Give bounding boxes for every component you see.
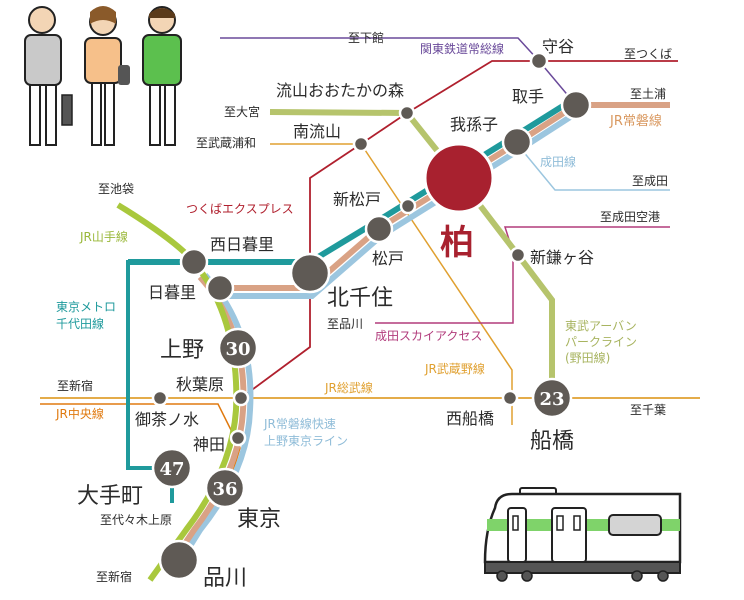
dest-yoyogi-uehara: 至代々木上原 <box>100 513 172 527</box>
label-akihabara: 秋葉原 <box>176 375 224 394</box>
dest-chiba: 至千葉 <box>630 403 666 417</box>
dest-shinjuku-yamanote: 至新宿 <box>96 569 132 584</box>
line-name-chiyoda-1: 東京メトロ <box>56 300 116 314</box>
line-kanto <box>220 37 577 106</box>
label-shin-kamagaya: 新鎌ヶ谷 <box>530 248 594 267</box>
line-chiyoda-south <box>126 260 194 470</box>
label-moriya: 守谷 <box>542 37 574 56</box>
line-name-ueno-tokyo-2: 上野東京ライン <box>264 434 348 448</box>
station-toride <box>560 89 592 121</box>
dest-tsukuba: 至つくば <box>624 47 672 61</box>
line-name-kanto: 関東鉄道常総線 <box>420 41 504 56</box>
line-tobu <box>269 109 555 398</box>
line-chuo <box>40 403 241 489</box>
station-moriya <box>529 51 549 71</box>
dest-shinagawa: 至品川 <box>327 317 363 331</box>
station-nippori <box>205 273 235 303</box>
dest-narita-airport: 至成田空港 <box>600 210 660 224</box>
line-name-skyaccess: 成田スカイアクセス <box>375 329 482 343</box>
line-name-chuo: JR中央線 <box>55 406 104 421</box>
dest-musashi-urawa: 至武蔵浦和 <box>196 136 256 150</box>
dest-narita: 至成田 <box>632 174 668 188</box>
station-nodes[interactable] <box>151 51 592 581</box>
minutes-otemachi: 47 <box>159 459 184 480</box>
line-name-joban: JR常磐線 <box>609 113 662 129</box>
station-minami-nagareyama <box>352 135 370 153</box>
station-nishi-funabashi <box>501 389 519 407</box>
station-kanda <box>229 429 247 447</box>
line-name-tobu-3: (野田線) <box>565 350 610 365</box>
station-ochanomizu <box>151 389 169 407</box>
line-name-chiyoda-2: 千代田線 <box>56 316 104 331</box>
label-ueno: 上野 <box>160 338 204 363</box>
label-kanda: 神田 <box>193 435 225 454</box>
minutes-ueno: 30 <box>225 339 250 360</box>
label-minami-nagareyama: 南流山 <box>293 122 341 141</box>
dest-shimodate: 至下館 <box>348 30 384 45</box>
label-abiko: 我孫子 <box>450 115 498 134</box>
minutes-funabashi: 23 <box>539 389 564 410</box>
label-otemachi: 大手町 <box>77 484 143 509</box>
dest-omiya: 至大宮 <box>224 104 260 119</box>
label-matsudo: 松戸 <box>372 249 404 268</box>
dest-shinjuku-chuo: 至新宿 <box>57 378 93 393</box>
person-man-green <box>142 6 182 146</box>
label-funabashi: 船橋 <box>530 429 574 454</box>
train-illustration <box>483 487 682 582</box>
person-businessman <box>24 6 73 146</box>
label-nagareyama-otakanomori: 流山おおたかの森 <box>276 81 404 100</box>
station-nishi-nippori <box>179 247 209 277</box>
label-nippori: 日暮里 <box>148 283 196 302</box>
station-otemachi <box>151 447 193 489</box>
line-name-musashino: JR武蔵野線 <box>424 361 485 376</box>
line-name-yamanote: JR山手線 <box>79 229 128 244</box>
label-shin-matsudo: 新松戸 <box>333 190 381 209</box>
station-nagareyama-otakanomori <box>398 104 416 122</box>
dest-tsuchiura: 至土浦 <box>630 87 666 101</box>
dest-ikebukuro: 至池袋 <box>98 182 134 196</box>
station-shin-matsudo <box>399 197 417 215</box>
line-name-tobu-2: パークライン <box>565 335 637 349</box>
minutes-tokyo: 36 <box>212 479 237 500</box>
label-nishi-funabashi: 西船橋 <box>446 409 494 428</box>
station-kashiwa <box>423 142 495 214</box>
label-kita-senju: 北千住 <box>327 286 393 311</box>
station-tokyo <box>204 467 246 509</box>
label-toride: 取手 <box>512 87 544 106</box>
label-shinagawa: 品川 <box>203 566 247 591</box>
line-name-tx: つくばエクスプレス <box>186 202 294 216</box>
station-funabashi <box>531 377 573 419</box>
label-tokyo: 東京 <box>237 507 281 532</box>
station-kita-senju <box>289 252 331 294</box>
line-name-ueno-tokyo-1: JR常磐線快速 <box>263 416 336 431</box>
line-skyaccess <box>375 226 670 324</box>
line-name-tobu-1: 東武アーバン <box>565 319 637 333</box>
line-narita <box>521 149 670 191</box>
station-matsudo <box>364 214 394 244</box>
commuters-illustration <box>24 6 182 146</box>
station-akihabara <box>232 389 250 407</box>
line-name-narita: 成田線 <box>540 154 576 169</box>
label-kashiwa: 柏 <box>440 223 474 263</box>
station-shinagawa <box>158 539 200 581</box>
station-shin-kamagaya <box>509 246 527 264</box>
label-nishi-nippori: 西日暮里 <box>210 235 274 254</box>
station-ueno <box>217 327 259 369</box>
person-woman <box>84 6 130 146</box>
label-ochanomizu: 御茶ノ水 <box>135 410 199 429</box>
station-abiko <box>501 126 533 158</box>
line-name-sobu: JR総武線 <box>324 380 373 395</box>
